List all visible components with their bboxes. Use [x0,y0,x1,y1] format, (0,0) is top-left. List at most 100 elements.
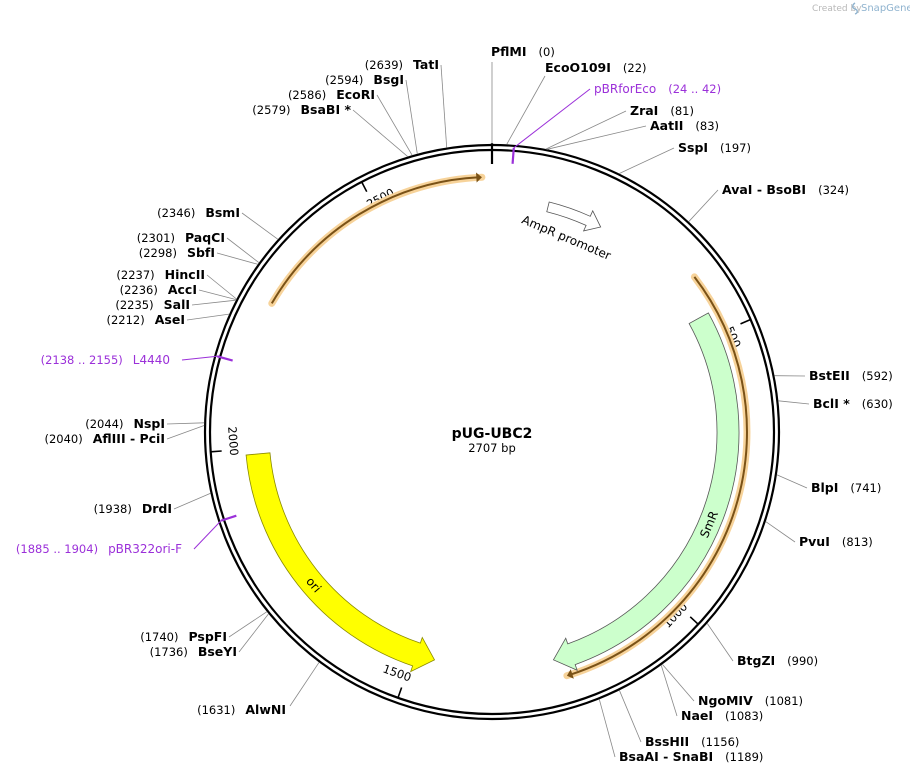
enzyme-connector [618,147,675,174]
tick-mark [397,687,403,699]
enzyme-position: (2237) [116,268,154,282]
orf-arrowhead [566,669,574,679]
primer-pbrforeco: pBRforEco(24 .. 42) [594,82,721,96]
primer-connector [193,520,222,550]
tick-label: 1500 [381,662,413,685]
enzyme-position: (1156) [701,735,739,749]
credit-prefix: Created by [812,4,862,14]
tick-label: 2000 [225,426,241,456]
enzyme-position: (197) [720,141,751,155]
enzyme-avai-bsobi: AvaI - BsoBI (324) [722,182,849,197]
enzyme-position: (0) [539,45,555,59]
orf-arrowhead [476,172,482,183]
tick-mark [689,616,699,625]
enzyme-name: SspI [678,140,708,155]
enzyme-position: (2639) [365,58,403,72]
enzyme-name: SbfI [187,245,215,260]
enzyme-name: PspFI [188,629,227,644]
enzyme-connector [289,662,320,707]
primer-mark [511,147,515,164]
enzyme-position: (990) [787,654,818,668]
enzyme-blpi: BlpI(741) [811,480,881,495]
enzyme-position: (1189) [725,750,763,764]
enzyme-position: (2298) [139,246,177,260]
enzyme-afliii-pcii: AflIII - PciI(2040) [44,431,165,446]
enzyme-connector [166,422,205,425]
enzyme-connector [376,94,413,156]
enzyme-connector [545,110,627,150]
enzyme-name: BstEII [809,368,850,383]
enzyme-nspi: NspI (2044) [85,416,165,431]
enzyme-position: (324) [818,183,849,197]
enzyme-sbfi: SbfI (2298) [139,245,215,260]
enzyme-pflmi: PflMI(0) [491,44,555,59]
enzyme-position: (81) [670,104,694,118]
enzyme-position: (1736) [150,645,188,659]
enzyme-name: AvaI - BsoBI [722,182,806,197]
enzyme-position: (2301) [137,231,175,245]
enzyme-name: ZraI [630,103,658,118]
feature-ampr-promoter [546,201,602,232]
tick-mark [740,318,751,325]
enzyme-pspfi: PspFI (1740) [140,629,227,644]
enzyme-name: BsaBI * [301,102,352,117]
enzyme-name: BtgZI [737,653,775,668]
enzyme-name: BlpI [811,480,838,495]
enzyme-connector [216,252,258,265]
enzyme-aatii: AatII(83) [650,118,719,133]
snapgene-icon [852,2,858,15]
enzyme-connector [352,109,408,157]
enzyme-position: (1740) [140,630,178,644]
enzyme-position: (22) [623,61,647,75]
enzyme-connector [228,611,268,638]
enzyme-position: (2586) [288,88,326,102]
enzyme-connector [661,664,695,702]
enzyme-connector [440,64,448,148]
enzyme-connector [198,289,237,300]
primer-name: L4440 [133,353,170,367]
enzyme-bseyi: BseYI(1736) [150,644,237,659]
primer-name: pBRforEco [594,82,656,96]
enzyme-position: (592) [862,369,893,383]
enzyme-hincii: HincII(2237) [116,267,205,282]
feature-ori [245,452,436,673]
primer-mark [220,514,237,522]
enzyme-position: (2594) [325,73,363,87]
enzyme-ngomiv: NgoMIV(1081) [698,693,803,708]
feature-label-ampr-promoter: AmpR promoter [520,213,613,263]
feature-smr [552,312,740,671]
enzyme-connector [598,699,616,758]
enzyme-position: (1081) [765,694,803,708]
primer-sites: pBRforEco(24 .. 42)L4440(2138 .. 2155)pB… [16,82,721,556]
enzyme-name: BsgI [373,72,404,87]
enzyme-connector [778,400,810,405]
enzyme-connector [405,79,418,154]
enzyme-position: (1083) [725,709,763,723]
enzyme-paqci: PaqCI (2301) [137,230,225,245]
enzyme-name: PaqCI [185,230,225,245]
enzyme-sites: PflMI(0)EcoO109I(22)ZraI(81)AatII(83)Ssp… [44,44,892,764]
enzyme-ecori: EcoRI(2586) [288,87,375,102]
enzyme-alwni: AlwNI(1631) [197,702,286,717]
enzyme-connector [166,425,205,440]
enzyme-position: (2346) [157,206,195,220]
enzyme-position: (2044) [85,417,123,431]
enzyme-name: AlwNI [245,702,286,717]
enzyme-name: BsmI [205,205,240,220]
enzyme-btgzi: BtgZI (990) [737,653,818,668]
primer-connector [513,88,591,149]
orf-arc [569,276,748,676]
enzyme-name: DrdI [142,501,172,516]
enzyme-acci: AccI(2236) [120,282,197,297]
enzyme-connector [619,690,642,743]
enzyme-connector [506,75,546,145]
enzyme-sali: SalI(2235) [115,297,190,312]
enzyme-name: AatII [650,118,683,133]
primer-name: pBR322ori-F [108,542,182,556]
enzyme-connector [776,474,808,489]
enzyme-name: NspI [133,416,165,431]
enzyme-pvui: PvuI(813) [799,534,873,549]
enzyme-position: (2040) [44,432,82,446]
enzyme-name: NaeI [681,708,713,723]
